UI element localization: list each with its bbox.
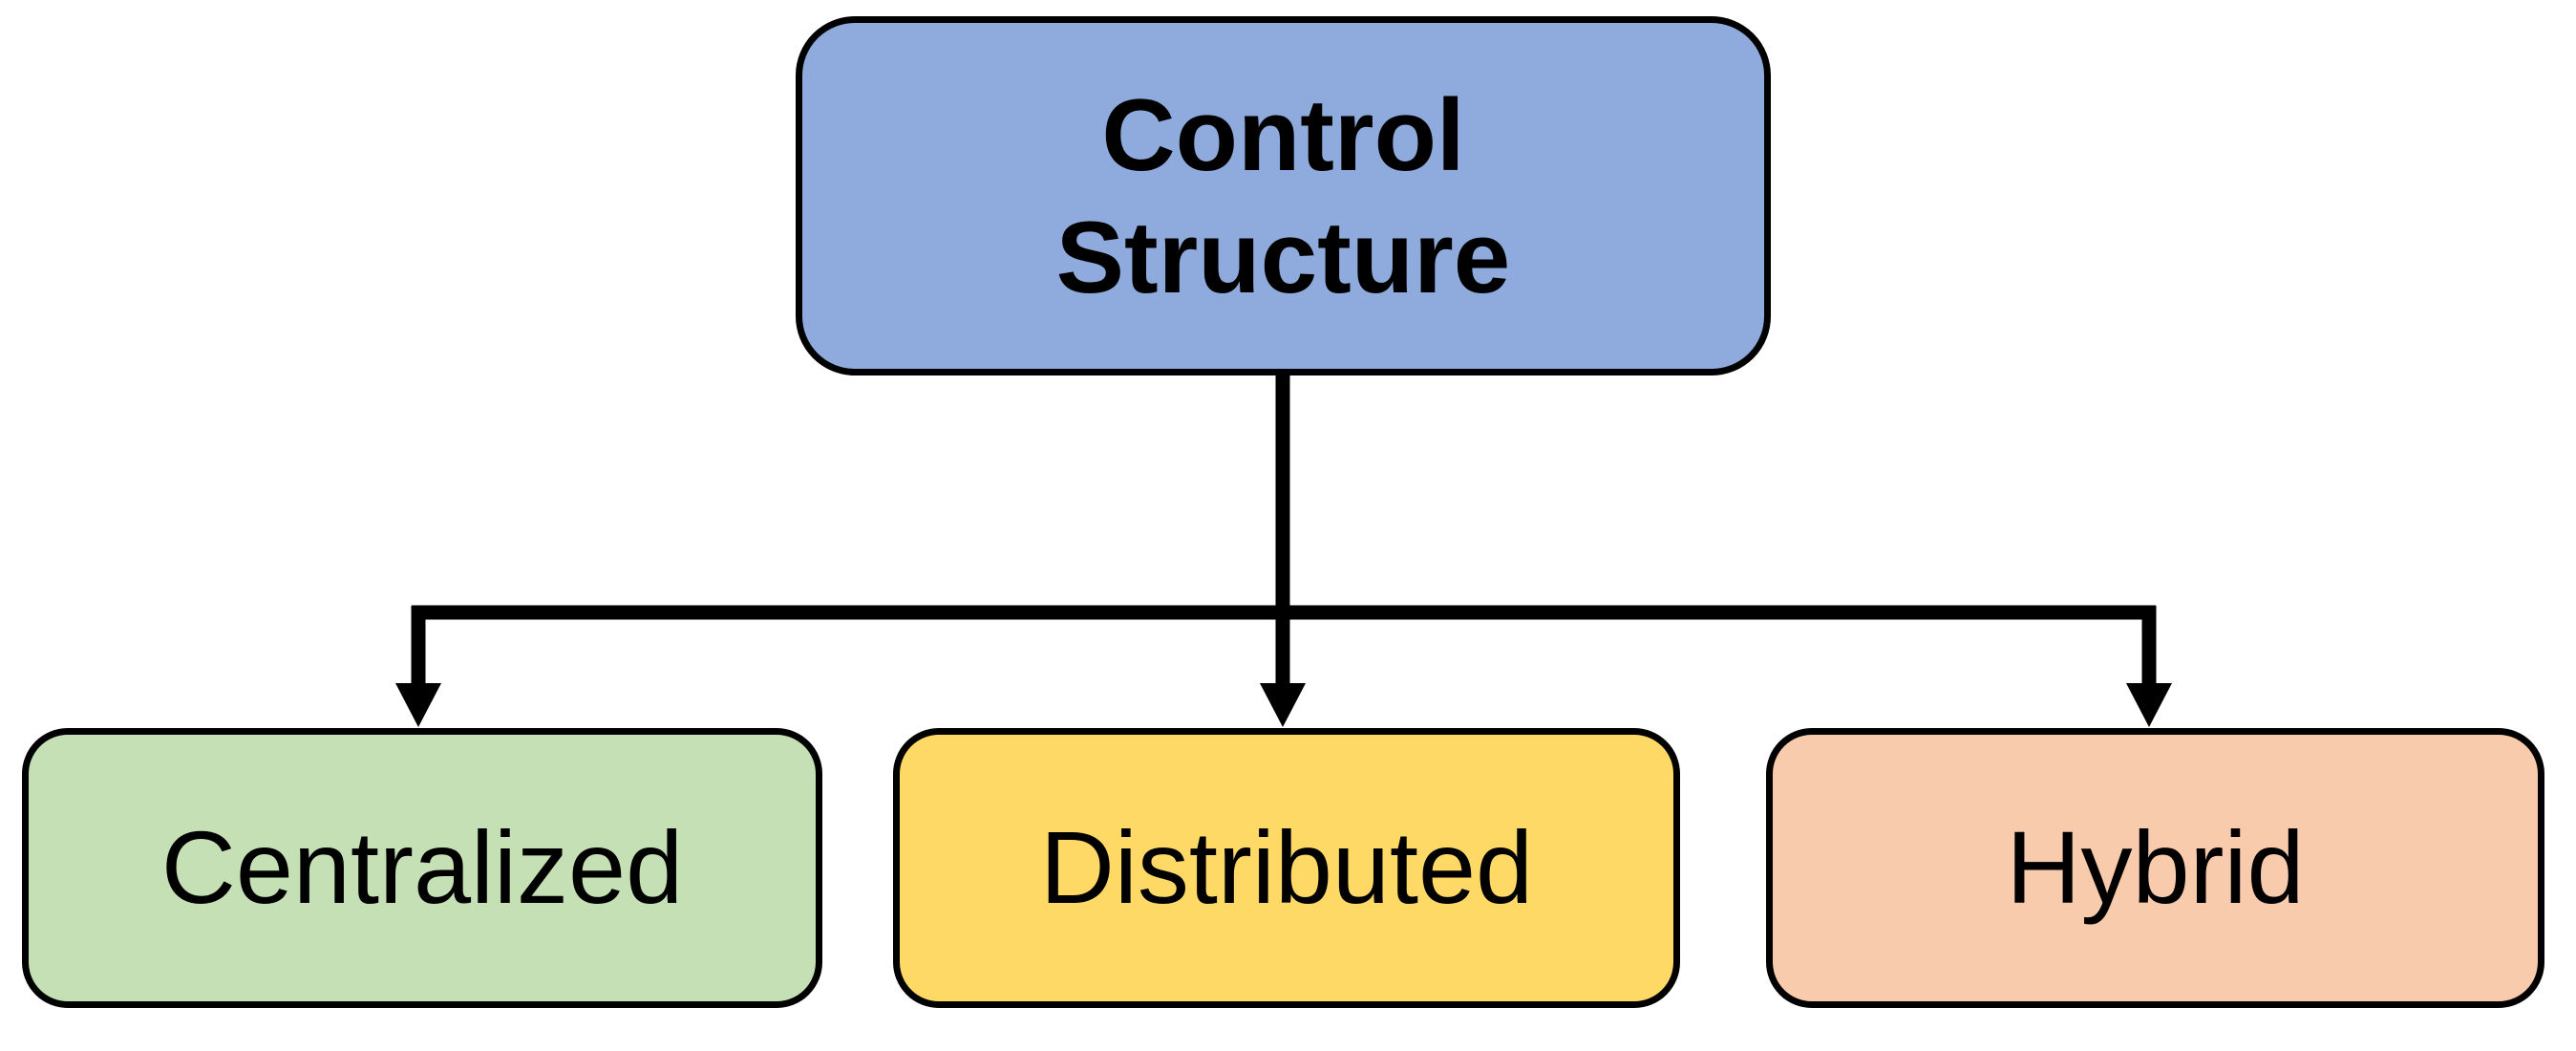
- arrowhead-centralized: [395, 683, 441, 727]
- node-control-structure-label: Control Structure: [1056, 74, 1511, 319]
- node-control-structure: Control Structure: [796, 16, 1771, 375]
- arrowhead-distributed: [1260, 683, 1306, 727]
- node-distributed: Distributed: [893, 728, 1680, 1008]
- node-hybrid-label: Hybrid: [2006, 809, 2305, 926]
- root-label-line-2: Structure: [1055, 200, 1511, 314]
- root-label-line-1: Control: [1101, 76, 1465, 192]
- node-centralized-label: Centralized: [160, 809, 684, 926]
- node-hybrid: Hybrid: [1766, 728, 2544, 1008]
- arrowhead-hybrid: [2126, 683, 2172, 727]
- node-centralized: Centralized: [22, 728, 822, 1008]
- node-distributed-label: Distributed: [1039, 809, 1534, 926]
